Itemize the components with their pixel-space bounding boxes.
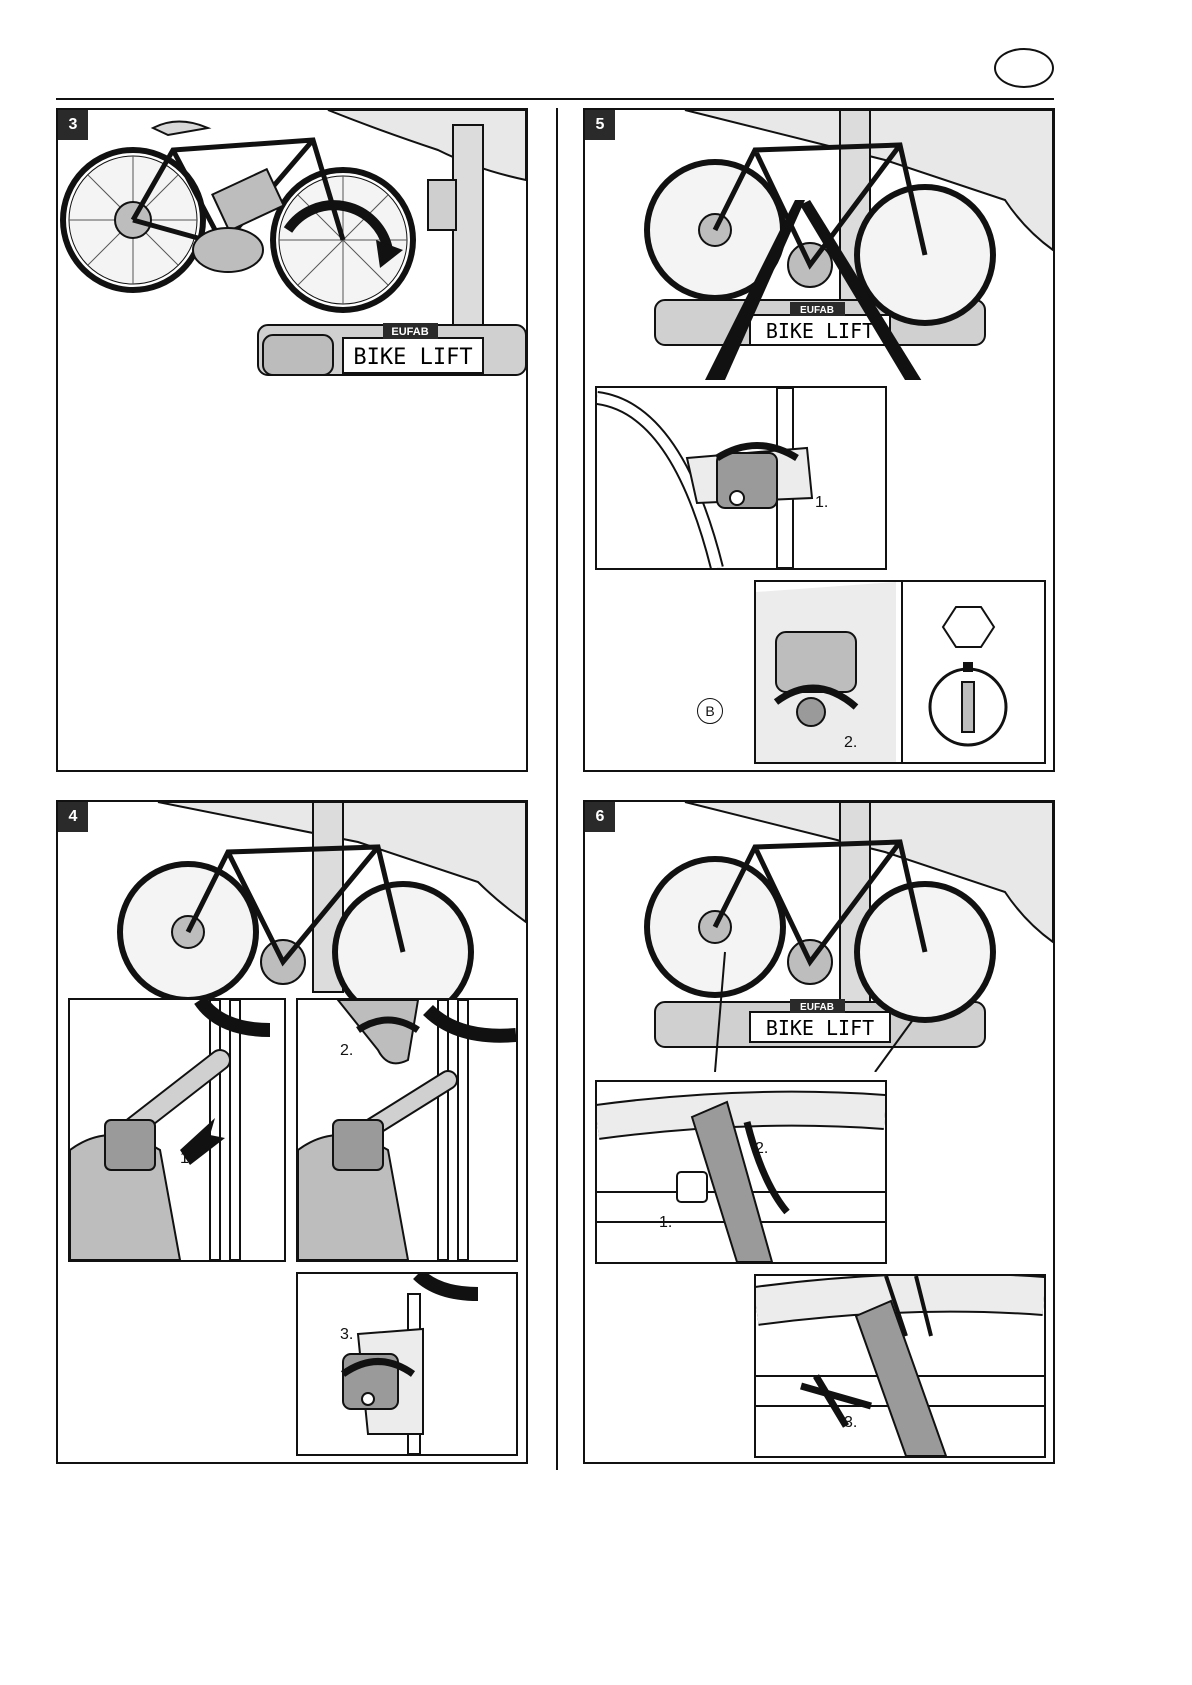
header-rule <box>56 98 1054 100</box>
plate-label: BIKE LIFT <box>353 345 472 370</box>
plate-label: BIKE LIFT <box>766 319 874 343</box>
step-badge-4: 4 <box>58 802 88 832</box>
inset-step-5-1: 1. <box>595 386 887 570</box>
inset-step-4-2: 2. <box>296 998 518 1262</box>
panel-step-4: 4 1. <box>56 800 528 1464</box>
plate-brand: EUFAB <box>800 1002 834 1013</box>
bike-on-carrier-illustration: EUFAB BIKE LIFT <box>585 802 1053 1072</box>
step-badge-3: 3 <box>58 110 88 140</box>
inset-step-6-2: 3. <box>754 1274 1046 1458</box>
inset-step-4-3: 3. <box>296 1272 518 1456</box>
step-badge-6: 6 <box>585 802 615 832</box>
panel-step-5: 5 EUFAB BIKE LIFT 1. <box>583 108 1055 772</box>
bike-mount-illustration: EUFAB BIKE LIFT <box>58 110 526 770</box>
step-label-2: 2. <box>844 734 857 752</box>
language-badge <box>994 48 1054 88</box>
step-label-1: 1. <box>180 1150 193 1168</box>
step-badge-5: 5 <box>585 110 615 140</box>
center-divider <box>556 108 558 1470</box>
inset-step-4-1: 1. <box>68 998 286 1262</box>
key-icon <box>797 698 825 726</box>
plate-brand: EUFAB <box>391 326 428 338</box>
callout-b: B <box>697 698 723 724</box>
plate-brand: EUFAB <box>800 305 834 316</box>
step-label-2: 2. <box>755 1140 768 1158</box>
step-label-2: 2. <box>340 1042 353 1060</box>
step-label-1: 1. <box>815 494 828 512</box>
bike-on-carrier-illustration <box>58 802 526 1002</box>
step-label-1: 1. <box>659 1214 672 1232</box>
panel-step-3: 3 EUFAB BIKE LIFT <box>56 108 528 772</box>
inset-step-6-1: 1. 2. <box>595 1080 887 1264</box>
step-label-3: 3. <box>844 1414 857 1432</box>
plate-label: BIKE LIFT <box>766 1016 874 1040</box>
step-label-3: 3. <box>340 1326 353 1344</box>
inset-step-5-2: 2. <box>754 580 1046 764</box>
panel-step-6: 6 EUFAB BIKE LIFT 1. 2. <box>583 800 1055 1464</box>
bike-on-carrier-illustration: EUFAB BIKE LIFT <box>585 110 1053 380</box>
